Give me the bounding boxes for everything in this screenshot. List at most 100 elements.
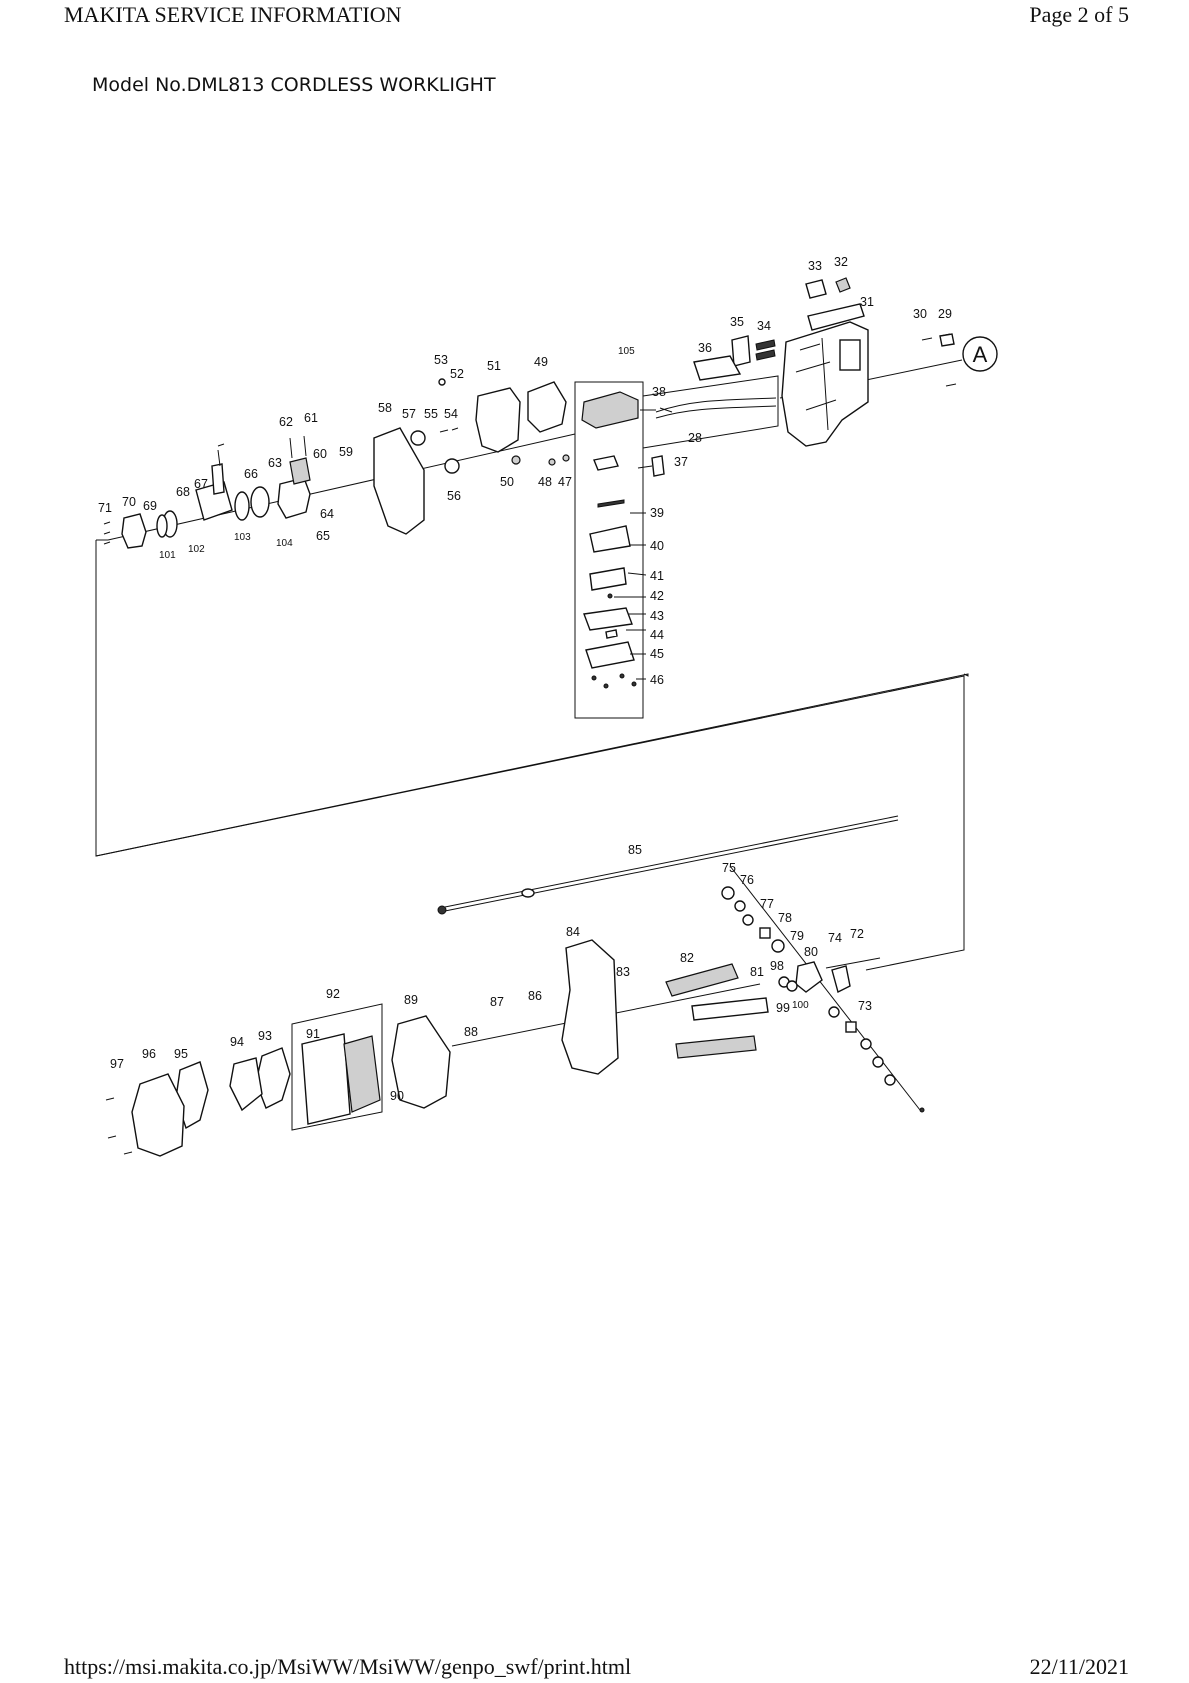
callout-81: 81 xyxy=(750,965,764,979)
callout-93: 93 xyxy=(258,1029,272,1043)
callout-53: 53 xyxy=(434,353,448,367)
callout-49: 49 xyxy=(534,355,548,369)
callout-37: 37 xyxy=(674,455,688,469)
callout-57: 57 xyxy=(402,407,416,421)
callout-63: 63 xyxy=(268,456,282,470)
callout-76: 76 xyxy=(740,873,754,887)
callout-94: 94 xyxy=(230,1035,244,1049)
callout-58: 58 xyxy=(378,401,392,415)
part-screws-97 xyxy=(105,1097,133,1155)
callout-71: 71 xyxy=(98,501,112,515)
part-small-37 xyxy=(651,455,665,477)
header-source-label: MAKITA SERVICE INFORMATION xyxy=(64,2,402,27)
callout-28: 28 xyxy=(688,431,702,445)
part-gasket-49 xyxy=(527,381,567,433)
callout-36: 36 xyxy=(698,341,712,355)
callout-90: 90 xyxy=(390,1089,404,1103)
callout-102: 102 xyxy=(188,544,205,555)
callout-73: 73 xyxy=(858,999,872,1013)
callout-42: 42 xyxy=(650,589,664,603)
part-rod-36 xyxy=(693,355,742,381)
callout-97: 97 xyxy=(110,1057,124,1071)
reference-mark-a: A xyxy=(962,336,998,372)
callout-30: 30 xyxy=(913,307,927,321)
callout-55: 55 xyxy=(424,407,438,421)
part-board-91 xyxy=(301,1033,351,1125)
callout-75: 75 xyxy=(722,861,736,875)
part-small-53-57 xyxy=(410,378,460,474)
part-head-front xyxy=(103,435,311,549)
callout-72: 72 xyxy=(850,927,864,941)
callout-91: 91 xyxy=(306,1027,320,1041)
callout-77: 77 xyxy=(760,897,774,911)
part-cable-end xyxy=(437,905,447,915)
part-housing-31 xyxy=(781,303,869,447)
part-small-33-32 xyxy=(805,277,851,299)
part-screws-29-30 xyxy=(921,333,957,387)
callout-68: 68 xyxy=(176,485,190,499)
callout-66: 66 xyxy=(244,467,258,481)
callout-82: 82 xyxy=(680,951,694,965)
callout-39: 39 xyxy=(650,506,664,520)
callout-69: 69 xyxy=(143,499,157,513)
callout-100: 100 xyxy=(792,1000,809,1011)
callout-85: 85 xyxy=(628,843,642,857)
header-page-indicator: Page 2 of 5 xyxy=(1029,2,1129,27)
part-grip-lower xyxy=(691,997,769,1021)
callout-65: 65 xyxy=(316,529,330,543)
callout-64: 64 xyxy=(320,507,334,521)
callout-41: 41 xyxy=(650,569,664,583)
group-frame-105 xyxy=(574,381,644,719)
callout-74: 74 xyxy=(828,931,842,945)
callout-60: 60 xyxy=(313,447,327,461)
part-gasket-93 xyxy=(255,1047,291,1109)
callout-59: 59 xyxy=(339,445,353,459)
callout-88: 88 xyxy=(464,1025,478,1039)
footer-url[interactable]: https://msi.makita.co.jp/MsiWW/MsiWW/gen… xyxy=(64,1654,632,1679)
part-grip-bottom xyxy=(675,1035,757,1059)
part-group-105-contents xyxy=(581,391,639,689)
part-cable-sleeve xyxy=(521,888,535,898)
callout-44: 44 xyxy=(650,628,664,642)
callout-48: 48 xyxy=(538,475,552,489)
part-stand-84 xyxy=(561,939,619,1075)
callout-61: 61 xyxy=(304,411,318,425)
part-wires-28 xyxy=(655,397,777,419)
part-hinge-stack xyxy=(721,886,925,1113)
callout-79: 79 xyxy=(790,929,804,943)
group-frame-28 xyxy=(642,375,779,449)
callout-98: 98 xyxy=(770,959,784,973)
callout-99: 99 xyxy=(776,1001,790,1015)
callout-52: 52 xyxy=(450,367,464,381)
callout-103: 103 xyxy=(234,532,251,543)
callout-43: 43 xyxy=(650,609,664,623)
callout-29: 29 xyxy=(938,307,952,321)
part-switch-35-34 xyxy=(731,335,776,367)
callout-87: 87 xyxy=(490,995,504,1009)
callout-40: 40 xyxy=(650,539,664,553)
reference-mark-label: A xyxy=(973,342,988,367)
part-small-50-47-48 xyxy=(511,454,570,466)
part-reflector-94 xyxy=(229,1057,263,1112)
callout-47: 47 xyxy=(558,475,572,489)
callout-92: 92 xyxy=(326,987,340,1001)
callout-83: 83 xyxy=(616,965,630,979)
callout-38: 38 xyxy=(652,385,666,399)
callout-105: 105 xyxy=(618,346,635,357)
group-frame-upper-edges xyxy=(95,539,965,971)
callout-70: 70 xyxy=(122,495,136,509)
callout-104: 104 xyxy=(276,538,293,549)
callout-62: 62 xyxy=(279,415,293,429)
group-frame-upper xyxy=(95,540,969,857)
part-bezel-96 xyxy=(131,1073,185,1157)
part-frame-89 xyxy=(391,1015,451,1109)
part-cable-85 xyxy=(439,815,899,913)
callout-33: 33 xyxy=(808,259,822,273)
callout-96: 96 xyxy=(142,1047,156,1061)
callout-46: 46 xyxy=(650,673,664,687)
callout-31: 31 xyxy=(860,295,874,309)
callout-78: 78 xyxy=(778,911,792,925)
part-plate-58 xyxy=(373,427,425,535)
callout-101: 101 xyxy=(159,550,176,561)
